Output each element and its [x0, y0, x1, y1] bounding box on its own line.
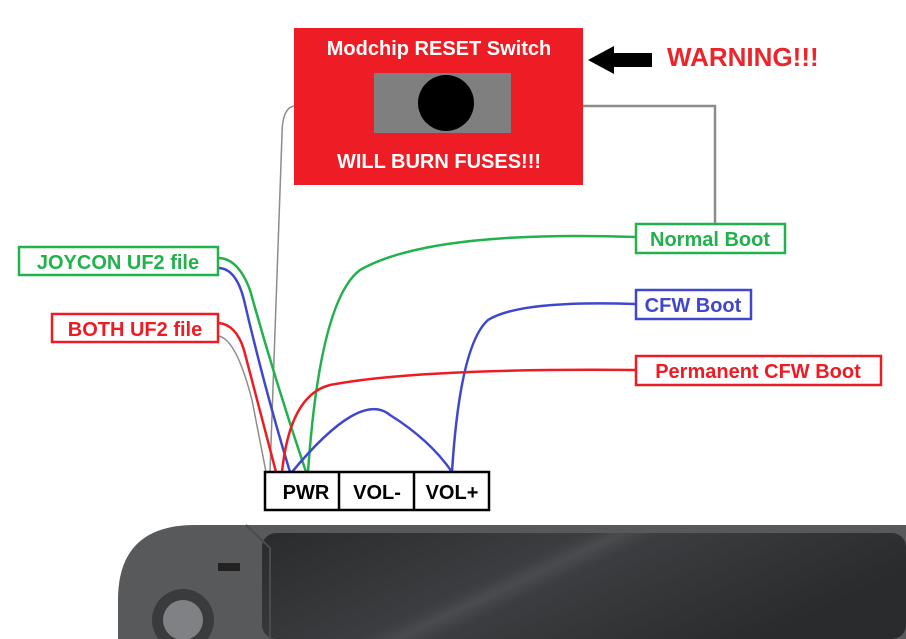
reset-box-warning: WILL BURN FUSES!!! [337, 151, 541, 173]
warning-callout: WARNING!!! [588, 42, 819, 74]
pwr-button-label[interactable]: PWR [283, 482, 330, 504]
wires [217, 104, 717, 473]
wire-reset-right [583, 104, 717, 224]
wire-joycon-green [217, 256, 308, 473]
button-row: PWR VOL- VOL+ [263, 470, 491, 512]
console-bezel-notch [245, 524, 271, 639]
label-normal-boot-text: Normal Boot [650, 229, 770, 251]
vol-minus-button-label[interactable]: VOL- [353, 482, 401, 504]
wire-both-red [217, 321, 278, 473]
wire-normal-boot [306, 234, 637, 473]
wire-reset-left [269, 105, 295, 473]
reset-box-title: Modchip RESET Switch [327, 38, 551, 60]
button-row-frame [263, 470, 491, 512]
console-device [118, 524, 906, 639]
label-both-uf2-text: BOTH UF2 file [68, 319, 202, 341]
label-cfw-boot: CFW Boot [634, 288, 753, 321]
wire-cfw-boot [450, 302, 637, 473]
label-cfw-boot-text: CFW Boot [645, 295, 742, 317]
label-permanent-cfw-boot: Permanent CFW Boot [634, 354, 883, 387]
console-joystick [163, 600, 203, 639]
warning-text: WARNING!!! [667, 42, 819, 72]
reset-switch-box: Modchip RESET Switch WILL BURN FUSES!!! [294, 28, 583, 185]
wire-permanent-cfw [280, 368, 637, 473]
label-permanent-cfw-boot-text: Permanent CFW Boot [655, 361, 861, 383]
arrow-left-icon [588, 46, 652, 74]
label-normal-boot: Normal Boot [634, 222, 787, 255]
label-joycon-uf2: JOYCON UF2 file [17, 245, 220, 277]
wire-joycon-blue [217, 266, 292, 473]
label-both-uf2: BOTH UF2 file [50, 312, 220, 344]
wire-pwr-volplus-arc [291, 407, 454, 473]
label-joycon-uf2-text: JOYCON UF2 file [37, 252, 199, 274]
console-minus-button [218, 563, 240, 571]
reset-switch-button[interactable] [418, 75, 474, 131]
vol-plus-button-label[interactable]: VOL+ [426, 482, 479, 504]
console-screen [262, 533, 906, 639]
wire-both-gray [217, 335, 267, 473]
